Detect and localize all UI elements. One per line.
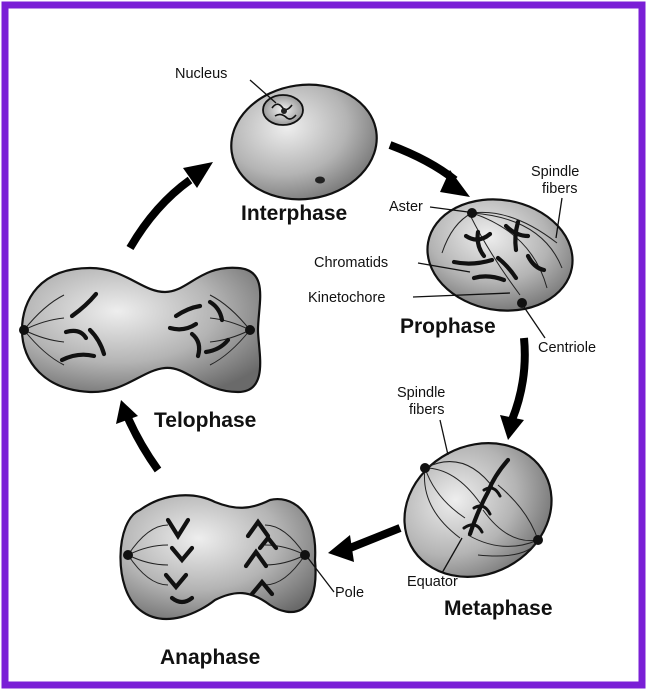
metaphase-pole-left [420,463,430,473]
phase-label-metaphase: Metaphase [444,597,553,620]
label-nucleus: Nucleus [175,66,227,82]
label-equator: Equator [407,574,458,590]
label-centriole: Centriole [538,340,596,356]
centriole-pair [517,298,527,308]
nucleus-shape [263,95,303,125]
aster-dot [467,208,477,218]
label-kinetochore: Kinetochore [308,290,385,306]
label-chromatids: Chromatids [314,255,388,271]
label-spindle-fibers-line1: Spindle [531,164,579,180]
telophase-cell [19,268,260,392]
phase-label-interphase: Interphase [241,202,347,225]
phase-label-prophase: Prophase [400,315,496,338]
label-aster: Aster [389,199,423,215]
label-pole: Pole [335,585,364,601]
phase-label-telophase: Telophase [154,409,256,432]
anaphase-pole-left [123,550,133,560]
phase-label-anaphase: Anaphase [160,646,260,669]
telophase-pole-left [19,325,29,335]
label-spindle-fibers-line2: fibers [542,181,577,197]
telophase-pole-right [245,325,255,335]
metaphase-pole-right [533,535,543,545]
centriole-dot [315,177,325,184]
label-metaphase-spindle-line1: Spindle [397,385,445,401]
label-metaphase-spindle-line2: fibers [409,402,444,418]
